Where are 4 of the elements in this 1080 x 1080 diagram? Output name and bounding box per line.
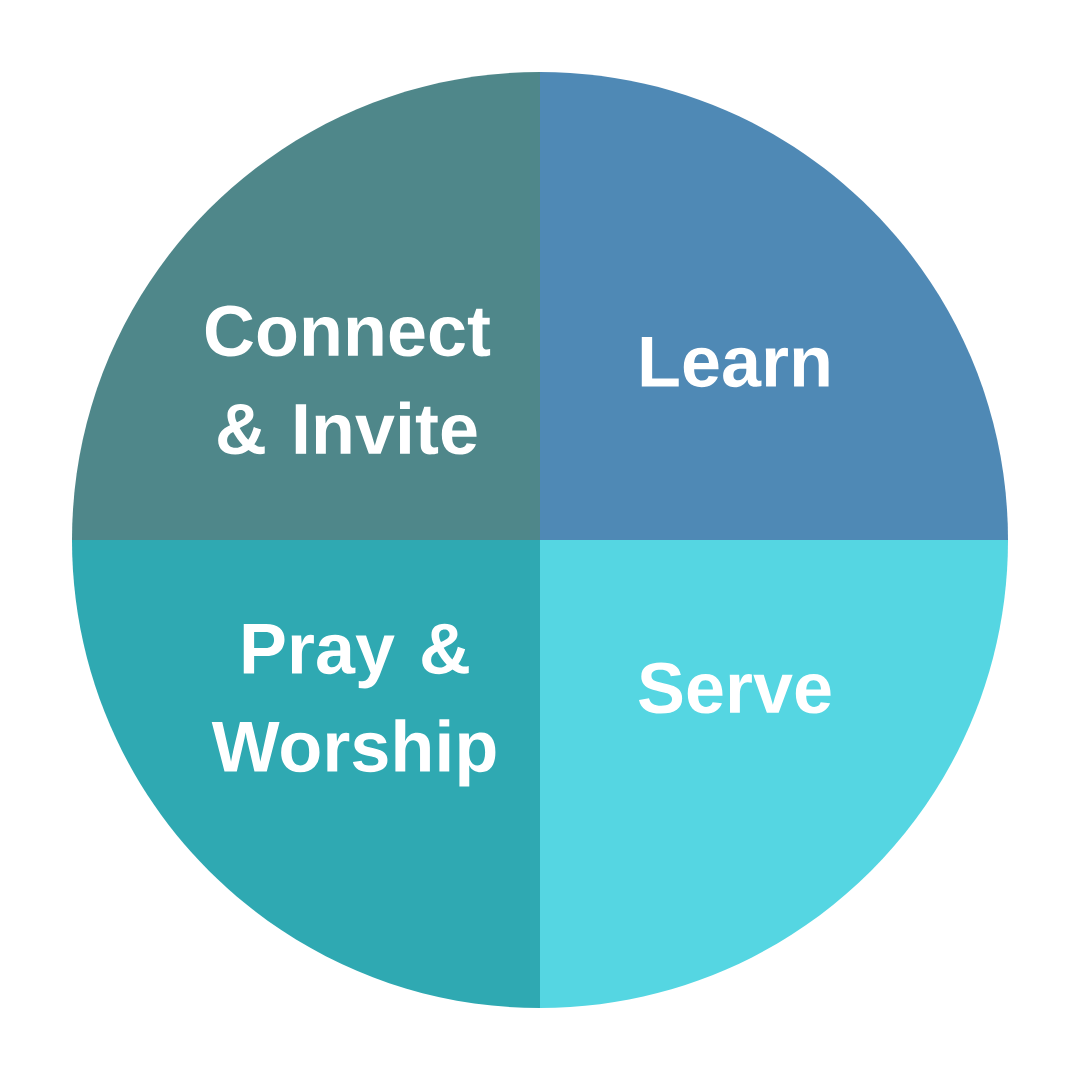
quadrant-segment: Pray & Worship [72,540,540,1008]
quadrant-segment: Learn [540,72,1008,540]
quadrant-segment: Connect & Invite [72,72,540,540]
quadrant-segment: Serve [540,540,1008,1008]
